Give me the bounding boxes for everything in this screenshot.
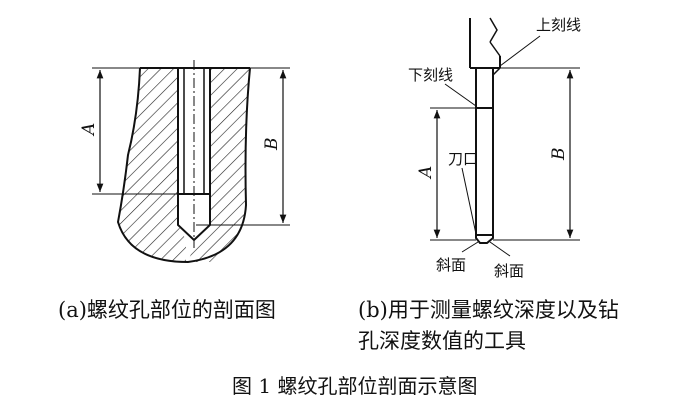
- lower-mark-label: 下刻线: [408, 66, 453, 84]
- tool-handle: [470, 18, 500, 68]
- figure-caption: 图 1 螺纹孔部位剖面示意图: [232, 374, 478, 398]
- caption-a: (a)螺纹孔部位的剖面图: [58, 298, 276, 322]
- dim-a-label: A: [79, 123, 99, 137]
- material-left: [118, 68, 186, 262]
- bevel-right-label: 斜面: [494, 262, 524, 280]
- dim-a-label-tool: A: [416, 166, 436, 180]
- tool-tip: [475, 234, 494, 244]
- caption-b-line2: 孔深度数值的工具: [358, 329, 526, 353]
- upper-mark-label: 上刻线: [536, 16, 581, 34]
- measuring-tool: A B 上刻线 下刻线 刀口 斜面 斜面: [408, 16, 581, 280]
- section-view: A B: [79, 60, 290, 264]
- caption-b-line1: (b)用于测量螺纹深度以及钻: [358, 298, 619, 322]
- bevel-left-label: 斜面: [436, 256, 466, 274]
- material-right: [188, 68, 250, 262]
- blade-label: 刀口: [448, 150, 478, 168]
- dim-b-label-tool: B: [549, 148, 569, 162]
- dim-b-label: B: [262, 138, 282, 152]
- thread-hole-diagram: A B A B: [79, 16, 581, 280]
